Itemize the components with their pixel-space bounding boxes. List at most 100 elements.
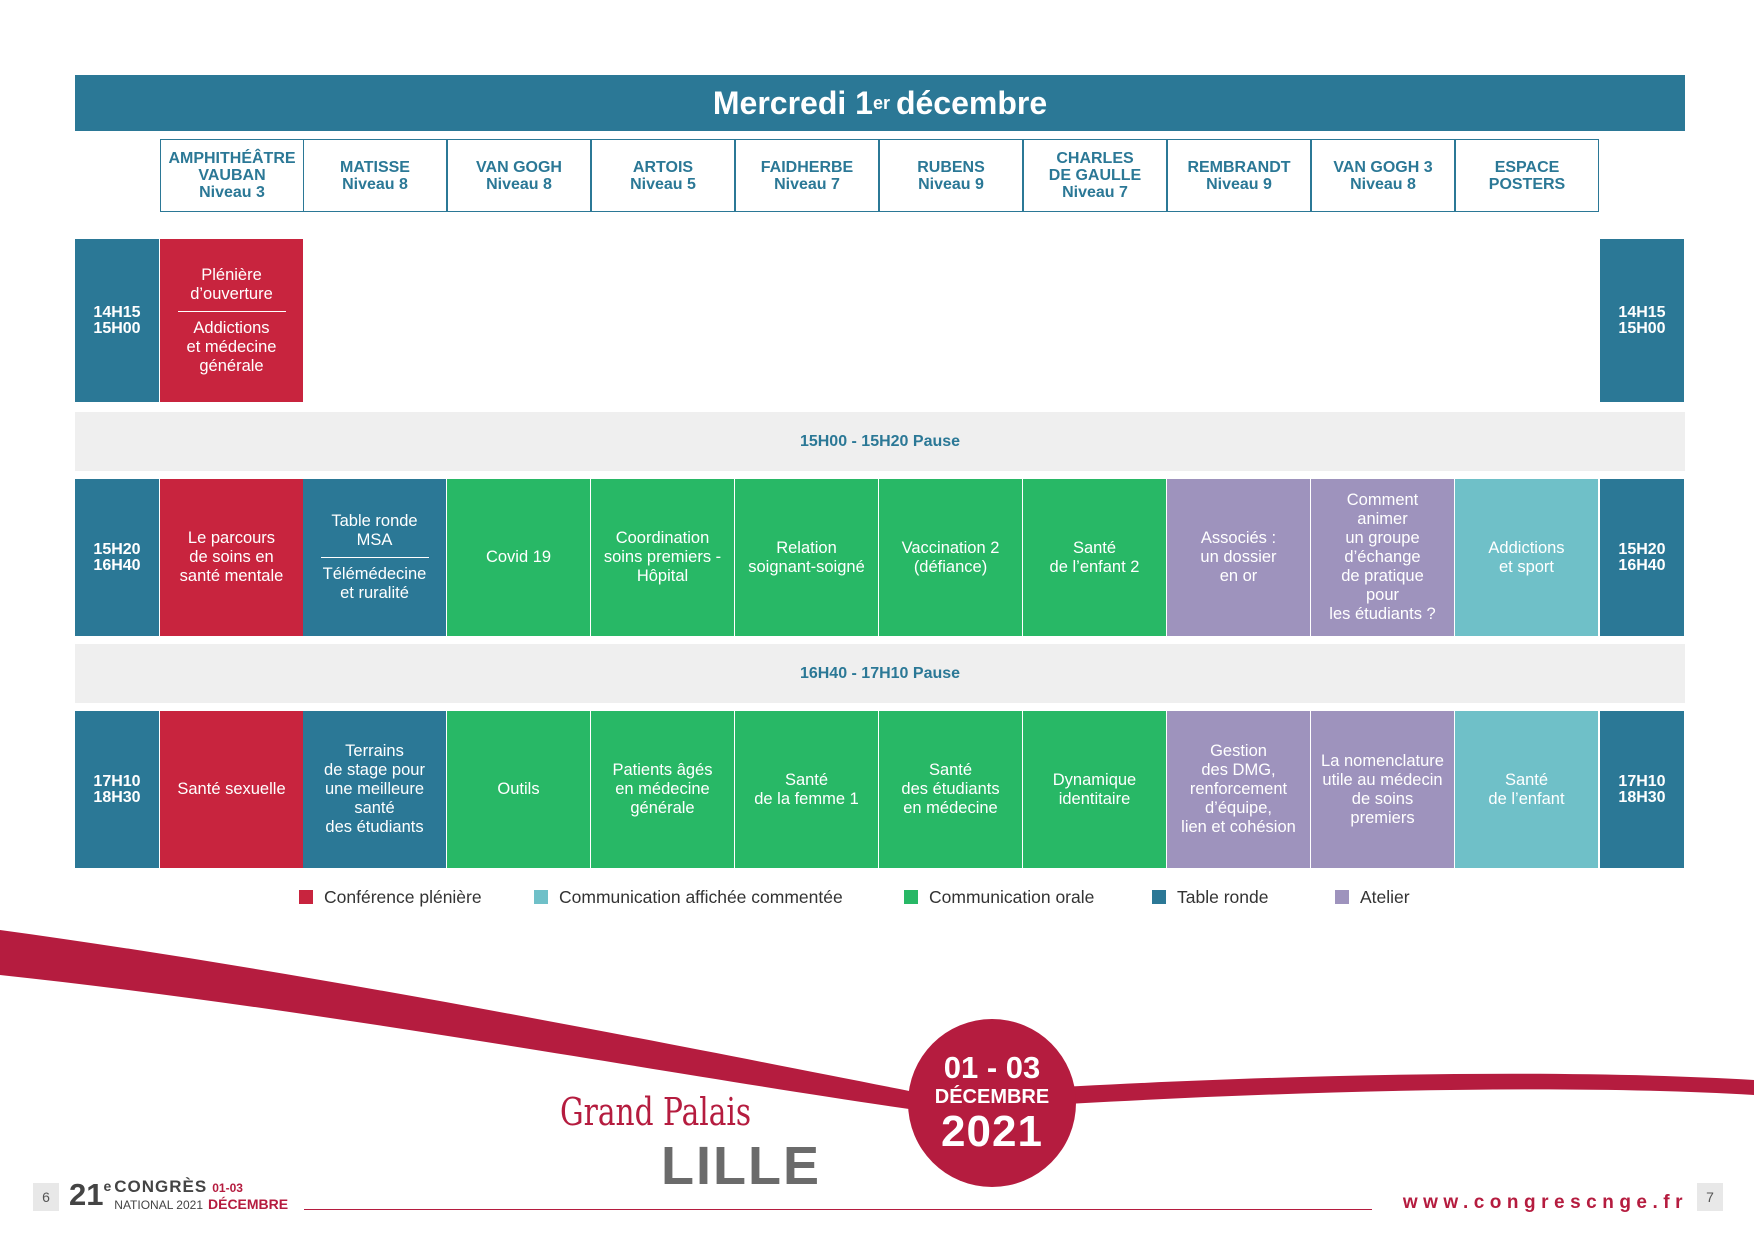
session-title-line: Santé [1072, 538, 1117, 557]
room-header-line: Niveau 5 [630, 175, 696, 193]
legend-label: Atelier [1360, 886, 1410, 907]
session-cell-orale[interactable]: Outils [447, 711, 590, 868]
congress-logo: 21 e CONGRÈS 01-03 NATIONAL 2021 DÉCEMBR… [69, 1177, 289, 1213]
room-header-line: ARTOIS [632, 158, 694, 176]
session-title-line: et médecine [186, 337, 277, 356]
session-title-line: Coordination [615, 529, 710, 547]
room-header-line: Niveau 7 [1062, 184, 1128, 201]
legend-item-atelier: Atelier [1335, 884, 1410, 910]
session-title-line: des étudiants [901, 780, 1000, 798]
pause-row-1: 15H00 - 15H20 Pause [75, 412, 1685, 471]
session-title-line: Addictions [193, 318, 270, 337]
legend-item-orale: Communication orale [904, 884, 1094, 910]
session-title-line: soins premiers - [603, 548, 722, 566]
legend-swatch [1152, 890, 1166, 904]
session-title-line: générale [630, 799, 695, 817]
session-title-line: un groupe [1345, 529, 1420, 547]
session-title-line: pour [1365, 586, 1400, 604]
room-header-line: Niveau 8 [342, 175, 408, 193]
session-title-line: et ruralité [340, 584, 409, 602]
session-title-line: premiers [1350, 808, 1415, 827]
session-title-line: Relation [776, 538, 837, 557]
time-line: 15H20 [1618, 540, 1666, 558]
session-title-line: Outils [497, 780, 540, 798]
date-badge-month: DÉCEMBRE [934, 1086, 1050, 1108]
session-title-line: d’échange [1344, 548, 1421, 566]
session-title-line: santé [354, 799, 395, 817]
date-badge: 01 - 03 DÉCEMBRE 2021 [908, 1019, 1076, 1187]
time-line: 18H30 [1618, 788, 1666, 806]
session-title-line: La nomenclature [1321, 751, 1444, 770]
legend-swatch [904, 890, 918, 904]
session-title-line: Associés : [1200, 529, 1277, 547]
session-title-line: des étudiants [325, 818, 424, 836]
session-title-line: renforcement [1189, 780, 1288, 798]
legend-label: Communication orale [929, 886, 1095, 907]
session-title-line: des DMG, [1201, 761, 1276, 779]
session-cell-orale[interactable]: Covid 19 [447, 479, 590, 636]
legend-label: Conférence plénière [324, 886, 482, 907]
session-title-line: de stage pour [324, 761, 425, 779]
session-title-line: en médecine [615, 780, 710, 798]
session-title-line: une meilleure [324, 780, 425, 798]
room-header-line: DE GAULLE [1048, 167, 1142, 184]
session-title-line: animer [1357, 510, 1408, 528]
session-title-line: de soins [1351, 789, 1414, 808]
room-header-line: VAN GOGH 3 [1333, 158, 1433, 176]
room-header-line: VAUBAN [198, 167, 266, 184]
session-cell-pleniere[interactable]: Santé sexuelle [160, 711, 303, 868]
decorative-swoosh [0, 930, 1754, 1112]
session-title-line: de l’enfant 2 [1049, 557, 1140, 576]
session-title-line: Le parcours [187, 529, 276, 547]
room-header-line: Niveau 7 [774, 175, 840, 193]
room-header-line: MATISSE [340, 158, 410, 176]
page-number-right: 7 [1697, 1183, 1723, 1211]
session-title-line: Dynamique [1052, 770, 1137, 789]
room-header-line: Niveau 8 [486, 175, 552, 193]
session-title-line: Hôpital [636, 567, 689, 585]
website-link[interactable]: www.congrescnge.fr [1402, 1192, 1688, 1213]
pause-row-2: 16H40 - 17H10 Pause [75, 644, 1685, 703]
session-cell-orale[interactable]: Vaccination 2(défiance) [879, 479, 1022, 636]
time-line: 17H10 [1618, 772, 1666, 790]
session-title-line: Plénière [201, 265, 262, 284]
session-title-line: un dossier [1200, 548, 1277, 566]
session-title-line: lien et cohésion [1181, 818, 1296, 836]
session-title-line: utile au médecin [1322, 770, 1443, 789]
session-title-line: générale [199, 356, 264, 375]
session-title-line: (défiance) [913, 557, 988, 576]
session-title-line: santé mentale [179, 567, 284, 585]
session-title-line: Santé sexuelle [177, 780, 286, 798]
legend-item-pleniere: Conférence plénière [299, 884, 482, 910]
room-header-line: REMBRANDT [1187, 158, 1291, 176]
venue-name: Grand Palais [560, 1090, 752, 1134]
legend-swatch [299, 890, 313, 904]
session-title-line: Patients âgés [612, 761, 713, 779]
time-line: 16H40 [1618, 556, 1666, 574]
time-line: 14H15 [93, 303, 141, 321]
